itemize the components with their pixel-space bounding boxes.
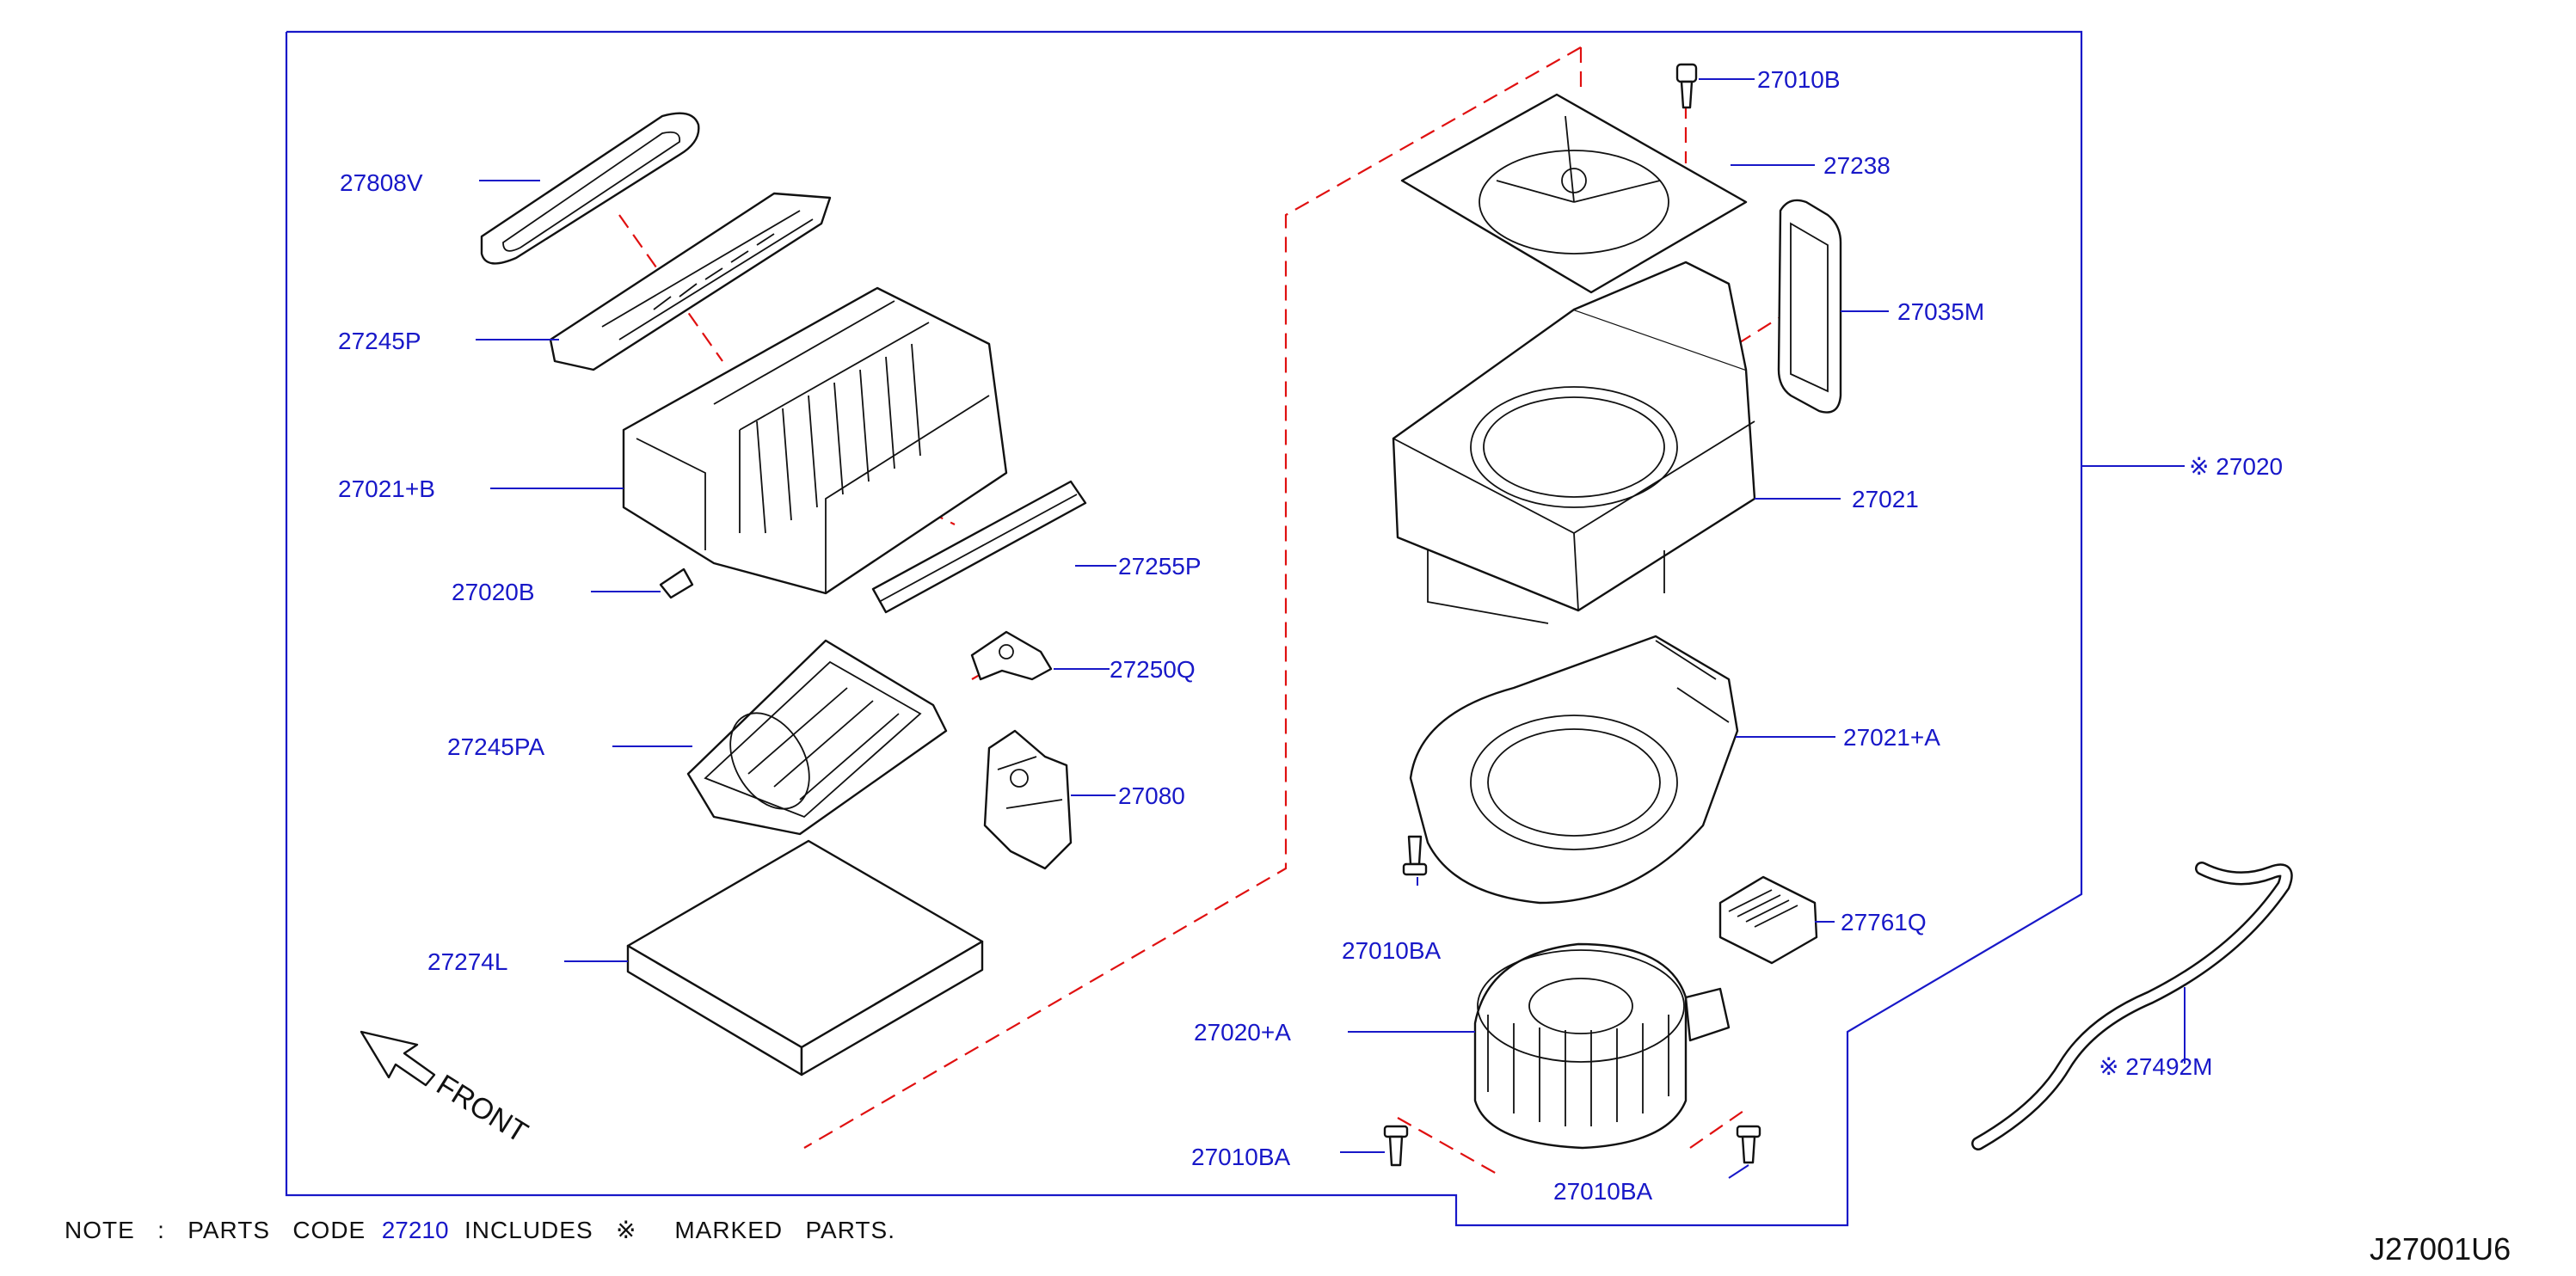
part-27245PA-door bbox=[686, 639, 948, 836]
front-arrow-icon bbox=[360, 1030, 436, 1087]
label-27245P: 27245P bbox=[338, 328, 421, 354]
footer-note: NOTE : PARTS CODE 27210 INCLUDES ※ MARKE… bbox=[65, 1217, 895, 1243]
part-27080-actuator bbox=[983, 729, 1073, 870]
label-27020A: 27020+A bbox=[1194, 1019, 1291, 1046]
part-27492M-hose bbox=[1971, 862, 2293, 1150]
label-27255P: 27255P bbox=[1118, 553, 1202, 580]
note-prefix: NOTE : PARTS CODE bbox=[65, 1217, 366, 1243]
part-27808V-gasket bbox=[480, 112, 700, 265]
part-27021A-case bbox=[1409, 635, 1739, 905]
part-27010BA-screw-left bbox=[1383, 1125, 1409, 1167]
label-27021A: 27021+A bbox=[1843, 724, 1940, 751]
part-27010BA-screw-right bbox=[1736, 1125, 1761, 1164]
label-27250Q: 27250Q bbox=[1110, 656, 1196, 683]
label-27080: 27080 bbox=[1118, 782, 1185, 809]
part-27250Q-actuator bbox=[970, 630, 1053, 681]
label-27010BA-top: 27010BA bbox=[1342, 937, 1442, 964]
part-27010BA-screw-upper bbox=[1402, 835, 1428, 876]
part-27035M-gasket bbox=[1777, 199, 1842, 414]
part-27255P-bar bbox=[871, 480, 1087, 614]
note-parts-code: 27210 bbox=[382, 1217, 449, 1243]
leader-lines bbox=[476, 78, 2186, 1179]
label-27808V: 27808V bbox=[340, 169, 423, 196]
label-27020B: 27020B bbox=[452, 579, 535, 605]
part-27020A-blower bbox=[1473, 942, 1731, 1150]
note-suffix: INCLUDES ※ MARKED PARTS. bbox=[464, 1217, 895, 1243]
part-27761Q-resistor bbox=[1718, 875, 1818, 965]
label-27761Q: 27761Q bbox=[1841, 909, 1927, 936]
part-27238-plate bbox=[1400, 93, 1748, 294]
label-27010BA-right: 27010BA bbox=[1553, 1178, 1653, 1205]
part-27021-case bbox=[1392, 261, 1756, 624]
label-27245PA: 27245PA bbox=[447, 733, 544, 760]
label-27274L: 27274L bbox=[427, 948, 507, 975]
label-27010B: 27010B bbox=[1757, 66, 1841, 93]
part-labels: 27808V 27245P 27021+B 27020B 27255P 2725… bbox=[338, 66, 2283, 1205]
part-27021B-housing bbox=[622, 286, 1008, 595]
part-27020B-clip bbox=[659, 567, 694, 599]
diagram-code: J27001U6 bbox=[2370, 1231, 2511, 1267]
label-27010BA-left: 27010BA bbox=[1191, 1144, 1291, 1170]
label-27021: 27021 bbox=[1852, 486, 1919, 512]
label-27021B: 27021+B bbox=[338, 475, 435, 502]
label-27238: 27238 bbox=[1823, 152, 1891, 179]
part-27245P-cover bbox=[549, 192, 832, 371]
label-27020: ※ 27020 bbox=[2189, 453, 2283, 480]
label-27035M: 27035M bbox=[1897, 298, 1984, 325]
front-label: FRONT bbox=[431, 1069, 533, 1150]
part-27010B-screw bbox=[1675, 63, 1698, 109]
label-27492M: ※ 27492M bbox=[2099, 1053, 2212, 1080]
assembly-boundary bbox=[285, 30, 2083, 1227]
part-27274L-filter bbox=[626, 839, 984, 1077]
